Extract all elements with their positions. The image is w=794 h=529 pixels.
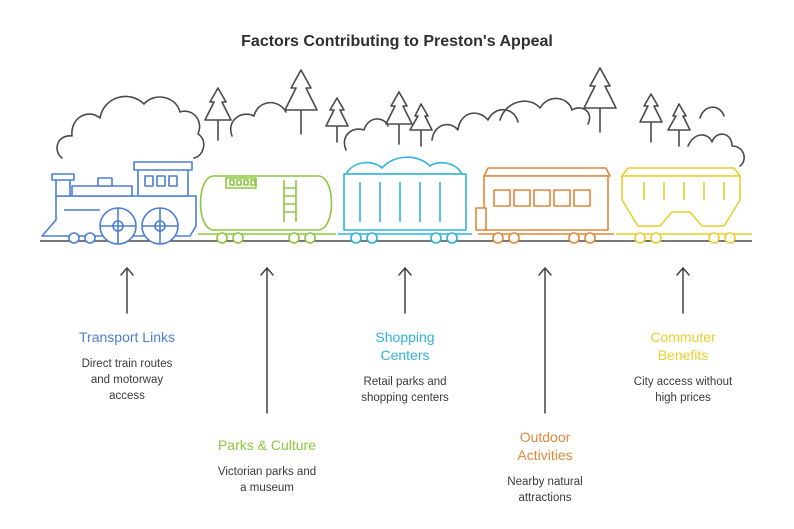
factor-description-line: Victorian parks and bbox=[217, 466, 317, 478]
tank-car-icon bbox=[198, 175, 336, 244]
tree-icon bbox=[204, 87, 232, 141]
factor-description-line: Retail parks and bbox=[363, 376, 447, 388]
cloud-icon bbox=[499, 97, 591, 125]
cloud-right-icon bbox=[687, 133, 745, 167]
factor-commuter-benefits: Commuter Benefits City access without hi… bbox=[608, 328, 758, 406]
factor-description: Victorian parks and a museum bbox=[192, 464, 342, 496]
arrow-up-icon bbox=[676, 267, 690, 314]
factor-description-line: attractions bbox=[518, 492, 572, 504]
factor-description-line: City access without bbox=[633, 376, 733, 388]
factor-heading-line: Activities bbox=[517, 447, 573, 463]
scenery-trees-clouds bbox=[56, 67, 745, 167]
factor-transport-links: Transport Links Direct train routes and … bbox=[52, 328, 202, 404]
factor-heading: Transport Links bbox=[79, 329, 175, 345]
arrow-up-icon bbox=[538, 267, 552, 414]
factor-description: Retail parks and shopping centers bbox=[330, 374, 480, 406]
covered-hopper-icon bbox=[616, 167, 752, 244]
factor-heading: Commuter Benefits bbox=[608, 328, 758, 364]
factor-heading: Outdoor Activities bbox=[470, 428, 620, 464]
factor-description-line: and motorway bbox=[90, 374, 164, 386]
factor-heading-line: Benefits bbox=[657, 347, 709, 363]
passenger-car-icon bbox=[475, 167, 614, 244]
arrow-up-icon bbox=[120, 267, 134, 314]
cloud-left-icon bbox=[56, 95, 205, 159]
factor-outdoor-activities: Outdoor Activities Nearby natural attrac… bbox=[470, 428, 620, 506]
page-title: Factors Contributing to Preston's Appeal bbox=[241, 33, 553, 50]
cloud-icon bbox=[699, 106, 725, 119]
factor-heading-line: Shopping bbox=[375, 329, 435, 345]
factor-description-line: high prices bbox=[655, 392, 711, 404]
factor-heading-line: Commuter bbox=[650, 329, 716, 345]
factor-heading: Parks & Culture bbox=[217, 437, 317, 453]
factor-description-line: shopping centers bbox=[361, 392, 449, 404]
factor-description: City access without high prices bbox=[608, 374, 758, 406]
tree-icon bbox=[667, 103, 691, 147]
factor-description: Direct train routes and motorway access bbox=[52, 356, 202, 404]
tree-icon bbox=[639, 93, 663, 143]
factor-heading-line: Centers bbox=[380, 347, 430, 363]
tree-icon bbox=[583, 67, 617, 133]
factor-parks-culture: Parks & Culture Victorian parks and a mu… bbox=[192, 436, 342, 496]
factor-description-line: access bbox=[109, 390, 145, 402]
factor-heading-line: Outdoor bbox=[519, 429, 571, 445]
cloud-icon bbox=[343, 118, 389, 151]
tree-icon bbox=[385, 91, 413, 145]
cloud-icon bbox=[431, 108, 519, 141]
locomotive-icon bbox=[41, 161, 197, 245]
factor-shopping-centers: Shopping Centers Retail parks and shoppi… bbox=[330, 328, 480, 406]
factor-heading: Shopping Centers bbox=[330, 328, 480, 364]
factor-description-line: Nearby natural bbox=[507, 476, 583, 488]
cloud-icon bbox=[229, 101, 287, 137]
factor-description-line: a museum bbox=[240, 482, 294, 494]
factor-description: Nearby natural attractions bbox=[470, 474, 620, 506]
tree-icon bbox=[284, 69, 318, 135]
tree-icon bbox=[325, 97, 349, 143]
arrow-up-icon bbox=[260, 267, 274, 414]
hopper-car-icon bbox=[338, 156, 472, 244]
tree-icon bbox=[409, 103, 433, 147]
factor-description-line: Direct train routes bbox=[81, 358, 173, 370]
arrow-up-icon bbox=[398, 267, 412, 314]
